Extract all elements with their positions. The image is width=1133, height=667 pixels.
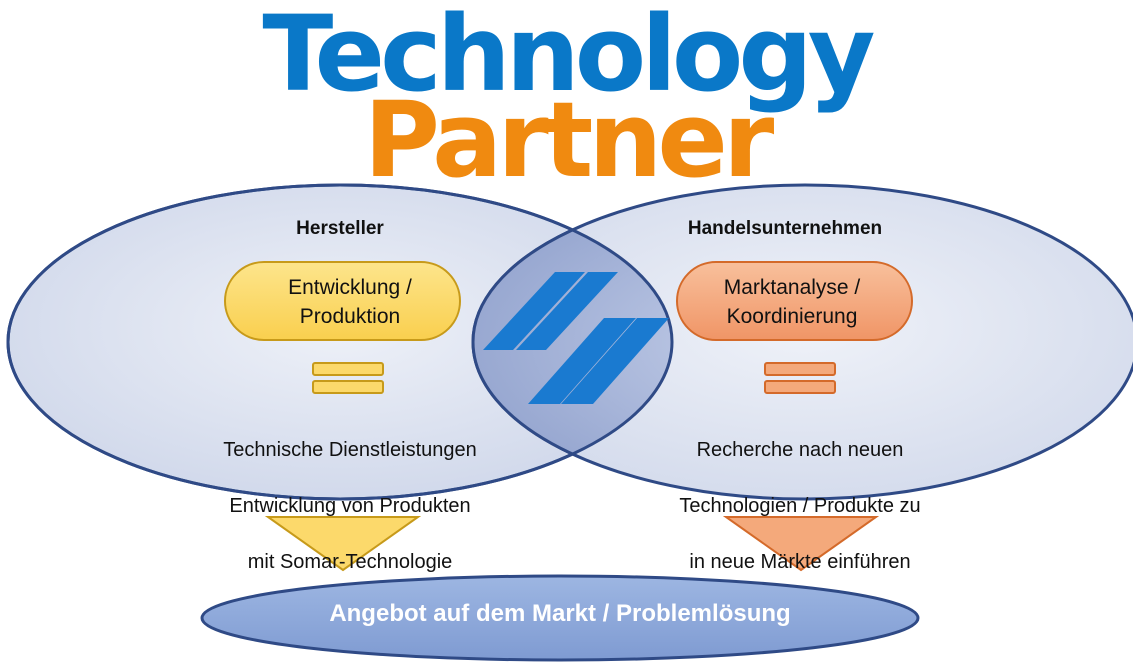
- right-pill-label: Marktanalyse / Koordinierung: [723, 276, 861, 328]
- right-heading: Handelsunternehmen: [687, 218, 883, 239]
- left-down-arrow: [264, 516, 422, 572]
- left-pill: [224, 261, 461, 341]
- bottom-label: Angebot auf dem Markt / Problemlösung: [329, 600, 791, 627]
- title-partner: Partner: [363, 79, 774, 201]
- right-down-arrow: [722, 516, 880, 572]
- right-description: Recherche nach neuen Technologien / Prod…: [679, 439, 921, 573]
- left-description: Technische Dienstleistungen Entwicklung …: [223, 439, 477, 573]
- right-equals-icon: [764, 362, 836, 394]
- left-heading: Hersteller: [296, 218, 384, 239]
- somar-logo-icon: [483, 272, 669, 404]
- right-pill: [676, 261, 913, 341]
- left-equals-icon: [312, 362, 384, 394]
- title-technology: Technology: [262, 0, 875, 115]
- bottom-ellipse: [200, 574, 920, 662]
- left-pill-label: Entwicklung / Produktion: [288, 276, 412, 328]
